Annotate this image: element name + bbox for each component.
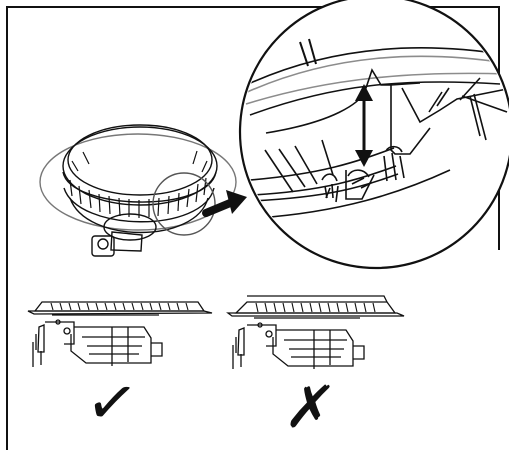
- fixture-perspective-illustration: [39, 124, 237, 257]
- cross-mark-icon: ✗: [281, 373, 340, 441]
- frame-border-top: [6, 6, 500, 8]
- incorrect-side-view-illustration: [226, 295, 405, 369]
- zoom-arrow-icon: [202, 190, 247, 217]
- frame-border-left: [6, 6, 8, 450]
- magnified-detail-callout: [238, 0, 509, 270]
- check-mark-icon: ✓: [81, 362, 143, 443]
- correct-side-view-illustration: [27, 301, 213, 367]
- height-double-arrow-icon: [355, 84, 373, 167]
